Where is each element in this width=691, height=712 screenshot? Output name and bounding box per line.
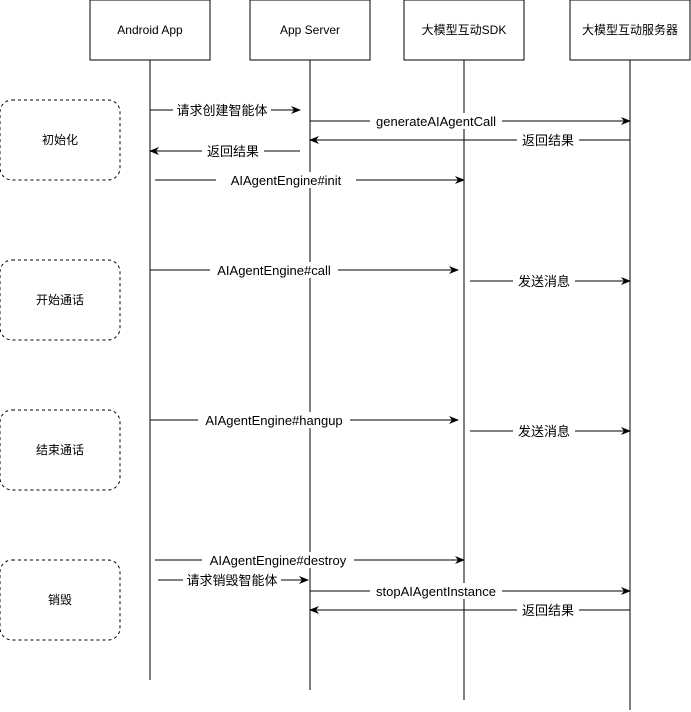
message-engine-destroy: AIAgentEngine#destroy	[155, 552, 465, 568]
message-request-create-agent: 请求创建智能体	[150, 102, 301, 118]
message-label: AIAgentEngine#init	[231, 173, 342, 188]
message-request-destroy-agent: 请求销毁智能体	[158, 572, 309, 588]
message-send: 发送消息	[470, 273, 631, 289]
participant-label: App Server	[280, 23, 340, 37]
message-label: stopAIAgentInstance	[376, 584, 496, 599]
messages: 请求创建智能体 generateAIAgentCall 返回结果 返回结果 AI…	[149, 102, 631, 618]
participant-label: 大模型互动SDK	[422, 23, 507, 37]
message-label: AIAgentEngine#destroy	[210, 553, 347, 568]
participant-app-server: App Server	[249, 0, 371, 61]
message-label: 请求销毁智能体	[186, 573, 277, 588]
phase-label: 结束通话	[36, 443, 84, 457]
message-label: 返回结果	[207, 144, 259, 159]
participant-label: Android App	[117, 23, 183, 37]
message-label: 发送消息	[518, 274, 570, 289]
lifelines	[149, 60, 631, 710]
message-return-result: 返回结果	[149, 143, 300, 159]
message-label: AIAgentEngine#hangup	[205, 413, 342, 428]
participant-service: 大模型互动服务器	[569, 0, 691, 61]
message-generate-agent-call: generateAIAgentCall	[310, 113, 631, 129]
participants: Android App App Server 大模型互动SDK 大模型互动服务器	[89, 0, 691, 61]
participant-android-app: Android App	[89, 0, 211, 61]
message-label: 请求创建智能体	[176, 103, 267, 118]
phase-label: 开始通话	[36, 293, 84, 307]
participant-label: 大模型互动服务器	[582, 22, 678, 37]
message-label: AIAgentEngine#call	[217, 263, 331, 278]
phase-label: 销毁	[48, 592, 72, 607]
message-engine-hangup: AIAgentEngine#hangup	[150, 412, 459, 428]
message-label: 返回结果	[522, 603, 574, 618]
phase-init: 初始化	[0, 99, 121, 181]
message-send: 发送消息	[470, 423, 631, 439]
message-engine-call: AIAgentEngine#call	[150, 262, 459, 278]
phase-label: 初始化	[42, 133, 78, 147]
message-label: 发送消息	[518, 424, 570, 439]
message-label: generateAIAgentCall	[376, 114, 496, 129]
message-label: 返回结果	[522, 133, 574, 148]
message-stop-agent-instance: stopAIAgentInstance	[310, 583, 631, 599]
phases: 初始化 开始通话 结束通话 销毁	[0, 99, 121, 641]
message-engine-init: AIAgentEngine#init	[155, 172, 465, 188]
phase-destroy: 销毁	[0, 559, 121, 641]
participant-sdk: 大模型互动SDK	[403, 0, 525, 61]
message-return-result: 返回结果	[309, 132, 630, 148]
phase-hangup: 结束通话	[0, 409, 121, 491]
message-return-result: 返回结果	[309, 602, 630, 618]
phase-call: 开始通话	[0, 259, 121, 341]
